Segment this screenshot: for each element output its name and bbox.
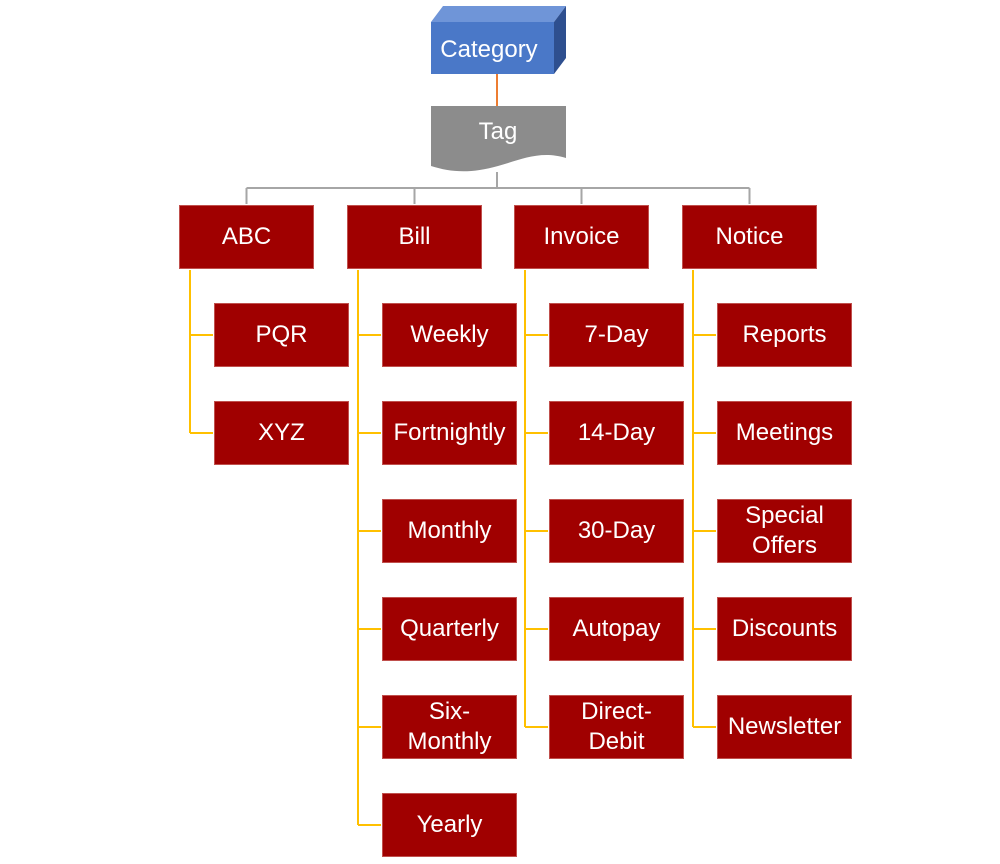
- child-node: Yearly: [381, 792, 518, 858]
- child-node-label: Direct- Debit: [581, 698, 652, 755]
- child-node: Autopay: [548, 596, 685, 662]
- child-node: Fortnightly: [381, 400, 518, 466]
- child-node-label: Monthly: [407, 517, 492, 544]
- child-node-label: Fortnightly: [393, 419, 506, 446]
- child-node: Monthly: [381, 498, 518, 564]
- tag-node-shape: [431, 106, 566, 172]
- child-node-label: PQR: [255, 321, 308, 348]
- child-node-label: 30-Day: [577, 517, 656, 544]
- group-node: ABC: [178, 204, 315, 270]
- child-node: Reports: [716, 302, 853, 368]
- child-node: Quarterly: [381, 596, 518, 662]
- group-node-label: Invoice: [543, 223, 620, 250]
- child-node: 30-Day: [548, 498, 685, 564]
- child-node-label: Meetings: [735, 419, 834, 446]
- child-node-label: Six- Monthly: [407, 698, 492, 755]
- category-label: Category: [440, 36, 537, 63]
- child-node-label: Special Offers: [745, 502, 824, 559]
- child-node-label: XYZ: [258, 419, 305, 446]
- tag-node: Tag: [431, 106, 566, 172]
- group-node-label: ABC: [221, 223, 272, 250]
- child-node-label: Yearly: [416, 811, 483, 838]
- child-node-label: 14-Day: [577, 419, 656, 446]
- child-node: Special Offers: [716, 498, 853, 564]
- child-node-label: 7-Day: [584, 321, 649, 348]
- child-node: XYZ: [213, 400, 350, 466]
- child-node-label: Newsletter: [727, 713, 842, 740]
- child-node: Discounts: [716, 596, 853, 662]
- category-node-side: [554, 6, 566, 74]
- child-node: Weekly: [381, 302, 518, 368]
- child-node: Meetings: [716, 400, 853, 466]
- child-node: Six- Monthly: [381, 694, 518, 760]
- child-node-label: Reports: [742, 321, 827, 348]
- group-node-label: Bill: [398, 223, 431, 250]
- group-node: Notice: [681, 204, 818, 270]
- group-node-label: Notice: [715, 223, 784, 250]
- child-node: 7-Day: [548, 302, 685, 368]
- group-node: Invoice: [513, 204, 650, 270]
- tag-label: Tag: [479, 118, 518, 145]
- child-node: Direct- Debit: [548, 694, 685, 760]
- child-node: PQR: [213, 302, 350, 368]
- child-node-label: Autopay: [572, 615, 661, 642]
- child-node-label: Discounts: [731, 615, 838, 642]
- child-node-label: Weekly: [410, 321, 489, 348]
- category-node-front: [431, 22, 554, 74]
- child-node-label: Quarterly: [400, 615, 499, 642]
- category-node-top: [431, 6, 566, 22]
- category-node: Category: [431, 6, 566, 74]
- child-node: Newsletter: [716, 694, 853, 760]
- group-node: Bill: [346, 204, 483, 270]
- child-node: 14-Day: [548, 400, 685, 466]
